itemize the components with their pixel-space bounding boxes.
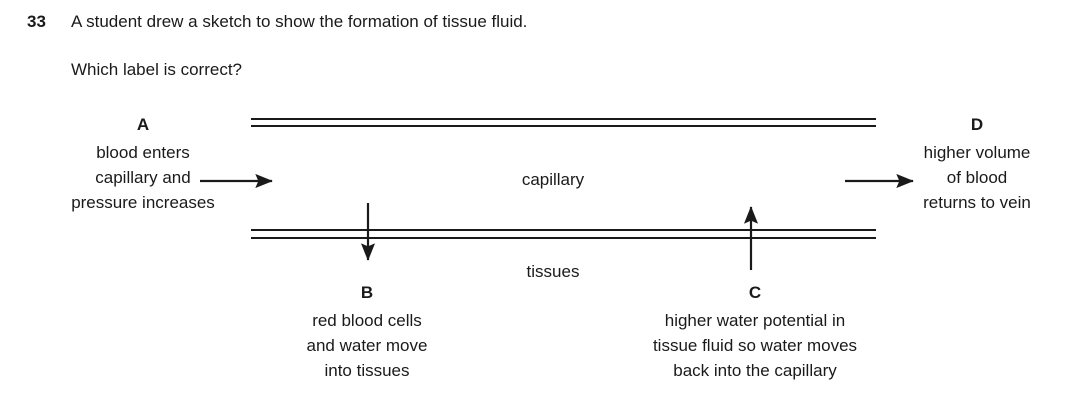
label-b-line-3: into tissues (324, 361, 410, 380)
label-c: C higher water potential in tissue fluid… (595, 280, 915, 383)
capillary-top-wall-inner-line (251, 125, 876, 127)
label-a-line-1: blood enters (96, 143, 190, 162)
label-a-line-2: capillary and (95, 168, 191, 187)
label-d-letter: D (970, 115, 984, 134)
label-d-line-3: returns to vein (923, 193, 1031, 212)
question-stem: A student drew a sketch to show the form… (71, 12, 528, 31)
label-a-letter: A (136, 115, 150, 134)
label-b-line-2: and water move (306, 336, 428, 355)
label-c-line-3: back into the capillary (673, 361, 837, 380)
capillary-bottom-wall-inner-line (251, 229, 876, 231)
label-b-line-1: red blood cells (312, 311, 422, 330)
capillary-lumen-label: capillary (521, 170, 585, 189)
label-b: B red blood cells and water move into ti… (253, 280, 481, 383)
label-d-line-2: of blood (946, 168, 1008, 187)
question-prompt: Which label is correct? (71, 60, 243, 79)
tissues-label: tissues (526, 262, 580, 281)
label-a-line-3: pressure increases (71, 193, 215, 212)
label-c-line-1: higher water potential in (664, 311, 846, 330)
label-a: A blood enters capillary and pressure in… (36, 112, 250, 215)
label-b-letter: B (360, 283, 374, 302)
question-number: 33 (27, 12, 46, 31)
capillary-bottom-wall-outer-line (251, 237, 876, 239)
label-d: D higher volume of blood returns to vein (888, 112, 1066, 215)
label-c-line-2: tissue fluid so water moves (652, 336, 858, 355)
label-d-line-1: higher volume (923, 143, 1031, 162)
capillary-top-wall-outer-line (251, 118, 876, 120)
label-c-letter: C (748, 283, 762, 302)
